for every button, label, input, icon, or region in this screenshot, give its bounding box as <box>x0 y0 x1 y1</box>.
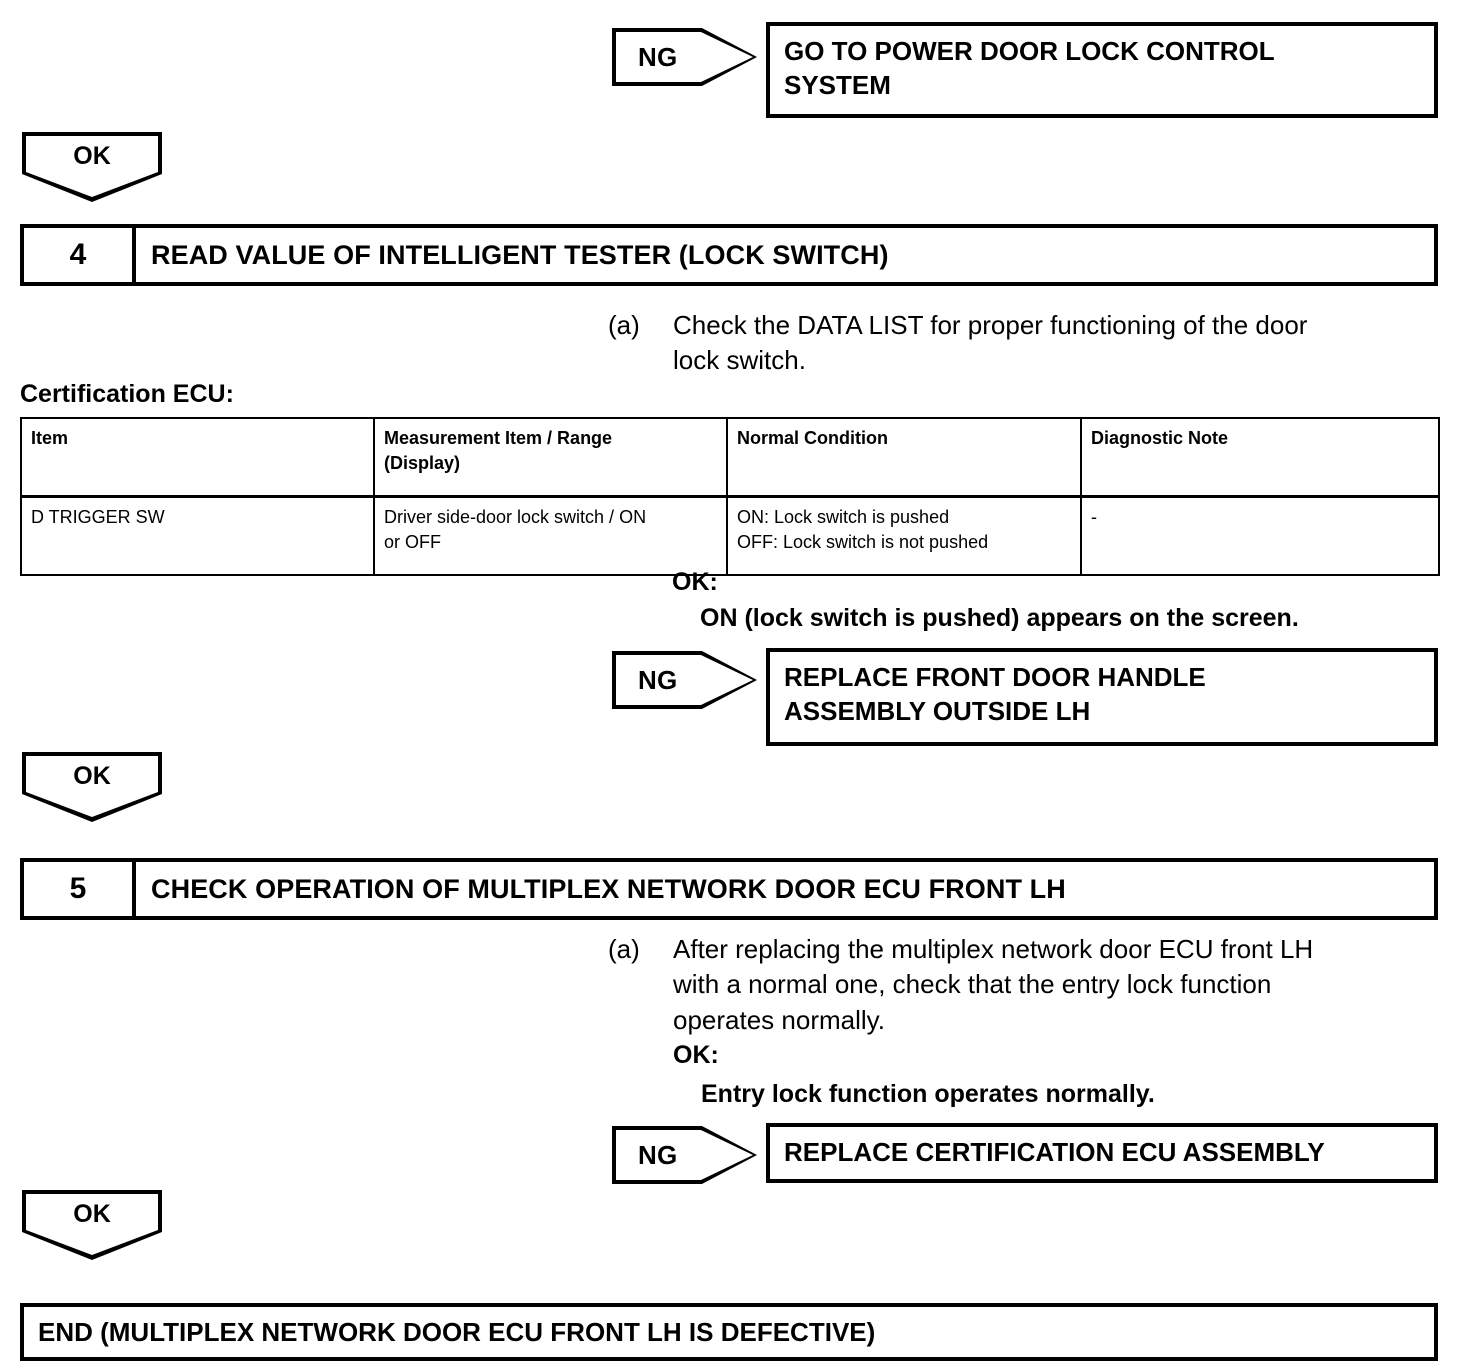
data-list-table: Item Measurement Item / Range (Display) … <box>20 417 1440 576</box>
table-caption-certification-ecu: Certification ECU: <box>20 380 234 408</box>
step-4-procedure-text: Check the DATA LIST for proper functioni… <box>673 308 1448 379</box>
table-cell-diagnostic-note: - <box>1080 495 1440 576</box>
table-cell-measurement: Driver side-door lock switch / ON or OFF <box>373 495 728 576</box>
table-header-row: Item Measurement Item / Range (Display) … <box>20 417 1440 498</box>
table-header-measurement-line-2: (Display) <box>384 453 461 474</box>
result-line-2: ASSEMBLY OUTSIDE LH <box>784 696 1091 727</box>
step-4-header: 4 READ VALUE OF INTELLIGENT TESTER (LOCK… <box>20 224 1438 286</box>
result-line-1: REPLACE CERTIFICATION ECU ASSEMBLY <box>784 1137 1325 1167</box>
end-box-text: END (MULTIPLEX NETWORK DOOR ECU FRONT LH… <box>38 1316 876 1347</box>
step-5-title: CHECK OPERATION OF MULTIPLEX NETWORK DOO… <box>151 873 1066 904</box>
ok-connector-to-end-inner: OK <box>26 1194 158 1255</box>
step-5-ok-condition: Entry lock function operates normally. <box>701 1080 1155 1108</box>
step-5-header: 5 CHECK OPERATION OF MULTIPLEX NETWORK D… <box>20 858 1438 920</box>
step-4-procedure-line-1: Check the DATA LIST for proper functioni… <box>673 310 1308 340</box>
result-box-replace-certification-ecu-assembly: REPLACE CERTIFICATION ECU ASSEMBLY <box>766 1123 1438 1183</box>
ok-connector-to-step-4-inner: OK <box>26 136 158 197</box>
ng-connector-top-label: NG <box>638 42 678 72</box>
table-cell-normal-condition: ON: Lock switch is pushed OFF: Lock swit… <box>726 495 1082 576</box>
step-4-ok-condition: ON (lock switch is pushed) appears on th… <box>700 604 1299 632</box>
step-4-title: READ VALUE OF INTELLIGENT TESTER (LOCK S… <box>151 239 889 270</box>
step-5-procedure-a: (a) After replacing the multiplex networ… <box>608 932 1448 1038</box>
step-5-number: 5 <box>24 862 136 916</box>
ng-connector-step-4: NG <box>612 651 757 709</box>
table-cell-measurement-line-2: or OFF <box>384 532 441 553</box>
step-4-procedure-marker: (a) <box>608 310 640 340</box>
result-line-1: GO TO POWER DOOR LOCK CONTROL <box>784 36 1275 66</box>
table-cell-diagnostic-note-line-1: - <box>1091 507 1097 527</box>
step-5-procedure-line-3: operates normally. <box>673 1004 885 1035</box>
step-4-ok-heading: OK: <box>672 568 718 596</box>
table-header-diagnostic-note-line-1: Diagnostic Note <box>1091 428 1229 448</box>
ng-connector-top-inner: NG <box>616 32 753 82</box>
ng-connector-step-4-label: NG <box>638 665 678 695</box>
table-row: D TRIGGER SW Driver side-door lock switc… <box>20 495 1440 576</box>
ok-connector-to-step-5-inner: OK <box>26 756 158 817</box>
result-box-replace-front-door-handle: REPLACE FRONT DOOR HANDLE ASSEMBLY OUTSI… <box>766 648 1438 746</box>
table-header-normal-condition-line-1: Normal Condition <box>737 428 888 448</box>
ok-connector-to-step-5: OK <box>22 752 162 822</box>
step-5-procedure-line-2: with a normal one, check that the entry … <box>673 969 1272 1000</box>
ok-connector-to-end-label: OK <box>73 1200 111 1228</box>
table-cell-normal-condition-line-1: ON: Lock switch is pushed <box>737 507 950 527</box>
ok-connector-to-step-4-label: OK <box>73 142 111 170</box>
ok-connector-to-end: OK <box>22 1190 162 1260</box>
step-4-procedure-a: (a) Check the DATA LIST for proper funct… <box>608 308 1448 379</box>
result-line-2: SYSTEM <box>784 70 891 101</box>
result-box-end: END (MULTIPLEX NETWORK DOOR ECU FRONT LH… <box>20 1303 1438 1361</box>
table-cell-item: D TRIGGER SW <box>20 495 375 576</box>
ok-connector-to-step-4: OK <box>22 132 162 202</box>
table-cell-measurement-line-1: Driver side-door lock switch / ON <box>384 507 647 527</box>
table-cell-normal-condition-line-2: OFF: Lock switch is not pushed <box>737 532 989 553</box>
result-line-1: REPLACE FRONT DOOR HANDLE <box>784 662 1206 692</box>
step-4-number: 4 <box>24 228 136 282</box>
table-header-item-line-1: Item <box>31 428 69 448</box>
result-box-go-to-power-door-lock-control-system: GO TO POWER DOOR LOCK CONTROL SYSTEM <box>766 22 1438 118</box>
table-header-normal-condition: Normal Condition <box>726 417 1082 498</box>
table-header-item: Item <box>20 417 375 498</box>
ng-connector-step-5-inner: NG <box>616 1130 753 1180</box>
table-header-diagnostic-note: Diagnostic Note <box>1080 417 1440 498</box>
table-cell-item-line-1: D TRIGGER SW <box>31 507 165 527</box>
ng-connector-step-5: NG <box>612 1126 757 1184</box>
ok-connector-to-step-5-label: OK <box>73 762 111 790</box>
ng-connector-step-4-inner: NG <box>616 655 753 705</box>
step-5-procedure-marker: (a) <box>608 934 640 964</box>
table-header-measurement-line-1: Measurement Item / Range <box>384 428 613 448</box>
ng-connector-top: NG <box>612 28 757 86</box>
step-5-procedure-text: After replacing the multiplex network do… <box>673 932 1448 1038</box>
step-4-procedure-line-2: lock switch. <box>673 345 806 376</box>
ng-connector-step-5-label: NG <box>638 1140 678 1170</box>
step-5-ok-heading: OK: <box>673 1041 719 1069</box>
table-header-measurement: Measurement Item / Range (Display) <box>373 417 728 498</box>
step-5-procedure-line-1: After replacing the multiplex network do… <box>673 934 1314 964</box>
